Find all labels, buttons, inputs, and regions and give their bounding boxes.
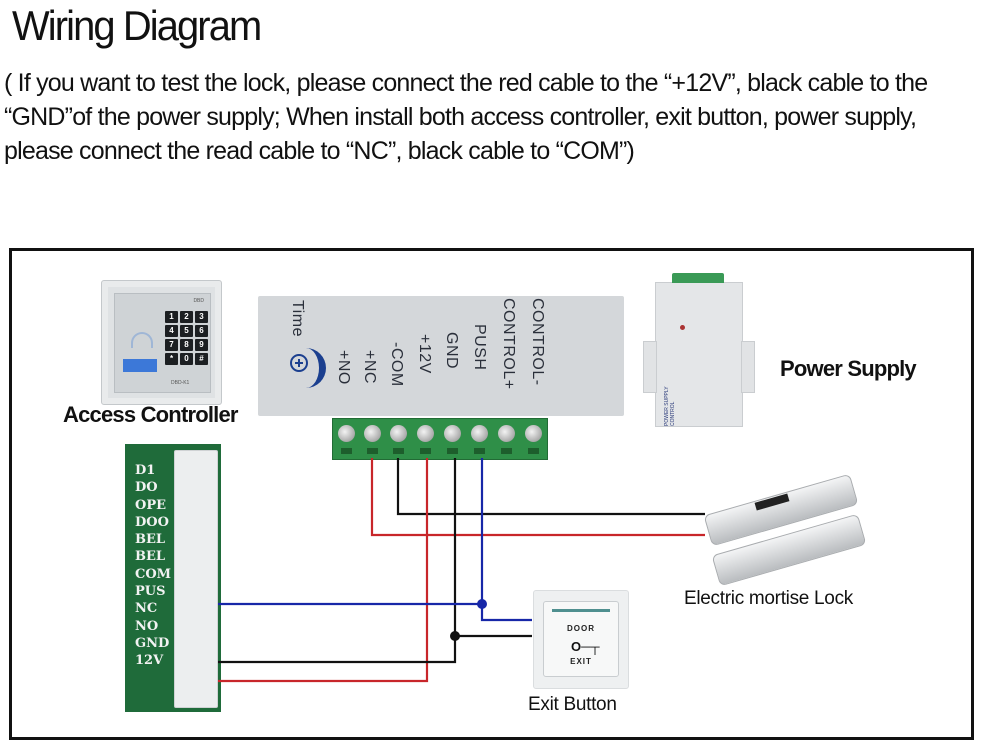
keypad-panel: DBD 1 2 3 4 5 6 7 8 9 * 0 # DBD-K1 xyxy=(114,293,211,393)
wire-12v-to-pcb xyxy=(218,458,429,683)
keypad-key: 2 xyxy=(180,311,193,323)
wire-gnd-to-pcb xyxy=(218,458,457,664)
keypad-key: * xyxy=(165,353,178,365)
access-controller-label: Access Controller xyxy=(63,402,239,427)
keypad-model: DBD-K1 xyxy=(171,380,190,386)
terminal-block xyxy=(332,418,548,460)
terminal-slot xyxy=(447,448,458,454)
terminal-slot xyxy=(528,448,539,454)
pcb-pin: OPE xyxy=(135,497,167,513)
keypad-key: 9 xyxy=(195,339,208,351)
pcb-pin: BEL xyxy=(135,532,166,548)
time-arc-icon xyxy=(302,348,326,388)
wiring-instructions: ( If you want to test the lock, please c… xyxy=(4,69,928,165)
terminal-slot xyxy=(501,448,512,454)
pcb-pin: NO xyxy=(135,618,159,634)
pcb-pin: BEL xyxy=(135,549,166,565)
psu-mount-tab xyxy=(643,341,657,393)
keypad-key: 4 xyxy=(165,325,178,337)
exit-button-image: DOOR O─┬ EXIT xyxy=(533,590,629,689)
pcb-pin: D1 xyxy=(135,463,156,478)
terminal-slot xyxy=(474,448,485,454)
terminal-label-no: +NO xyxy=(335,350,352,385)
psu-led-icon xyxy=(680,325,685,330)
exit-button-door-text: DOOR xyxy=(567,624,595,633)
exit-button-label: Exit Button xyxy=(528,694,617,715)
rfid-icon xyxy=(131,332,153,348)
psu-mount-tab xyxy=(741,341,755,393)
wire-push-to-exit-button xyxy=(480,604,532,622)
keypad-key: 8 xyxy=(180,339,193,351)
junction-dot-gnd xyxy=(450,631,460,641)
terminal-label-control-minus: CONTROL- xyxy=(529,298,546,386)
terminal-label-com: -COM xyxy=(388,342,405,387)
terminal-label-nc: +NC xyxy=(361,350,378,384)
terminal-label-push: PUSH xyxy=(471,324,488,371)
keypad-key: 6 xyxy=(195,325,208,337)
access-controller-image: DBD 1 2 3 4 5 6 7 8 9 * 0 # DBD-K1 xyxy=(101,280,222,405)
terminal-label-gnd: GND xyxy=(443,332,460,370)
pcb-pin-labels: D1 DO OPE DOO BEL BEL COM PUS NC NO GND … xyxy=(135,462,171,670)
keypad-key: 0 xyxy=(180,353,193,365)
wire-push-to-pcb xyxy=(218,458,484,606)
wire-com-to-lock xyxy=(396,458,705,516)
lock-label: Electric mortise Lock xyxy=(684,588,853,609)
controller-pcb: D1 DO OPE DOO BEL BEL COM PUS NC NO GND … xyxy=(125,444,221,712)
keypad-key: # xyxy=(195,353,208,365)
time-label: Time xyxy=(289,300,306,337)
exit-button-stripe xyxy=(552,609,610,612)
keypad-brand: DBD xyxy=(193,298,204,304)
exit-button-exit-text: EXIT xyxy=(570,657,592,666)
screw-icon xyxy=(338,425,355,442)
terminal-slot xyxy=(367,448,378,454)
screw-icon xyxy=(390,425,407,442)
pcb-connector-header xyxy=(174,450,218,708)
keypad-key: 5 xyxy=(180,325,193,337)
page-title: Wiring Diagram xyxy=(12,2,262,49)
exit-button-face: DOOR O─┬ EXIT xyxy=(543,601,619,677)
terminal-slot xyxy=(341,448,352,454)
screw-icon xyxy=(417,425,434,442)
psu-terminal-block xyxy=(672,273,724,283)
keypad-card-indicator xyxy=(123,359,157,372)
pcb-pin: DOO xyxy=(135,514,169,530)
screw-icon xyxy=(498,425,515,442)
key-icon: O─┬ xyxy=(571,639,600,654)
screw-icon xyxy=(444,425,461,442)
keypad-key: 7 xyxy=(165,339,178,351)
terminal-slot xyxy=(393,448,404,454)
pcb-pin: NC xyxy=(135,601,158,617)
terminal-slot xyxy=(420,448,431,454)
pcb-pin: PUS xyxy=(135,584,166,600)
pcb-pin: GND xyxy=(135,635,170,651)
keypad-keys: 1 2 3 4 5 6 7 8 9 * 0 # xyxy=(165,311,208,365)
wire-nc-to-lock xyxy=(370,458,705,537)
keypad-key: 3 xyxy=(195,311,208,323)
junction-dot-push xyxy=(477,599,487,609)
pcb-pin: 12V xyxy=(135,653,164,669)
lock-controller-box: Time +NO +NC -COM +12V GND PUSH CONTROL+… xyxy=(258,296,624,416)
power-supply-label: Power Supply xyxy=(780,356,917,381)
screw-icon xyxy=(364,425,381,442)
pcb-pin: DO xyxy=(135,480,158,496)
screw-icon xyxy=(525,425,542,442)
screw-icon xyxy=(471,425,488,442)
keypad-key: 1 xyxy=(165,311,178,323)
terminal-label-control-plus: CONTROL+ xyxy=(500,298,517,390)
pcb-pin: COM xyxy=(135,566,172,582)
power-supply-image: POWER SUPPLY CONTROL xyxy=(643,273,755,427)
terminal-label-12v: +12V xyxy=(416,334,433,374)
